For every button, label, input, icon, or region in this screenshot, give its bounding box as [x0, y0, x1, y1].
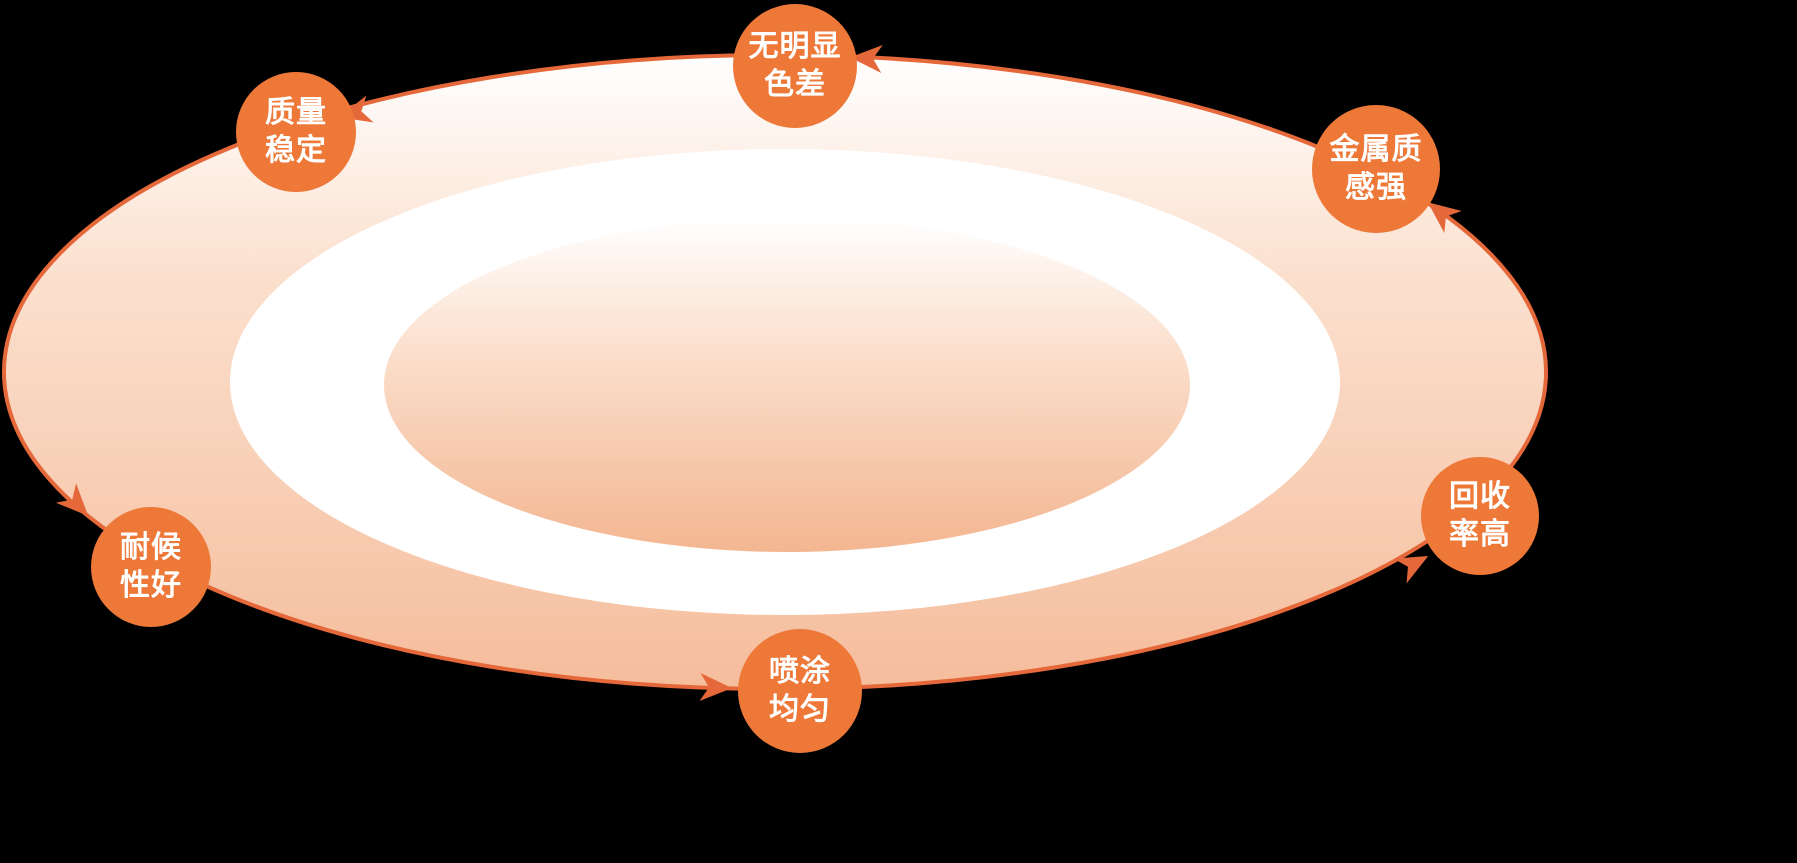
node-stable-quality: 质量 稳定: [236, 72, 356, 192]
node-label-line2: 性好: [120, 569, 182, 602]
node-label-line2: 感强: [1345, 171, 1407, 204]
node-label-line2: 色差: [764, 68, 826, 101]
node-no-color-difference: 无明显 色差: [733, 4, 857, 128]
node-uniform-spraying: 喷涂 均匀: [738, 629, 862, 753]
node-label-line2: 均匀: [769, 693, 831, 726]
arrow-right-icon: [1427, 202, 1462, 234]
node-good-weather-resistance: 耐候 性好: [91, 507, 211, 627]
node-high-recycling-rate: 回收 率高: [1421, 457, 1539, 575]
arrow-bottom-right-icon: [1393, 555, 1429, 584]
node-label-line1: 回收: [1449, 480, 1511, 513]
inner-ellipse: [384, 218, 1190, 552]
arrow-bottom-icon: [699, 673, 732, 701]
arrow-top-icon: [850, 45, 883, 73]
node-label-line1: 金属质: [1329, 133, 1423, 166]
node-label-line1: 质量: [265, 96, 327, 129]
node-label-line2: 率高: [1449, 518, 1511, 551]
node-label-line2: 稳定: [265, 134, 327, 167]
node-label-line1: 耐候: [120, 531, 182, 564]
node-label-line1: 无明显: [748, 30, 842, 63]
arrow-left-icon: [55, 483, 89, 517]
node-strong-metallic-texture: 金属质 感强: [1312, 105, 1440, 233]
node-label-line1: 喷涂: [769, 655, 831, 688]
